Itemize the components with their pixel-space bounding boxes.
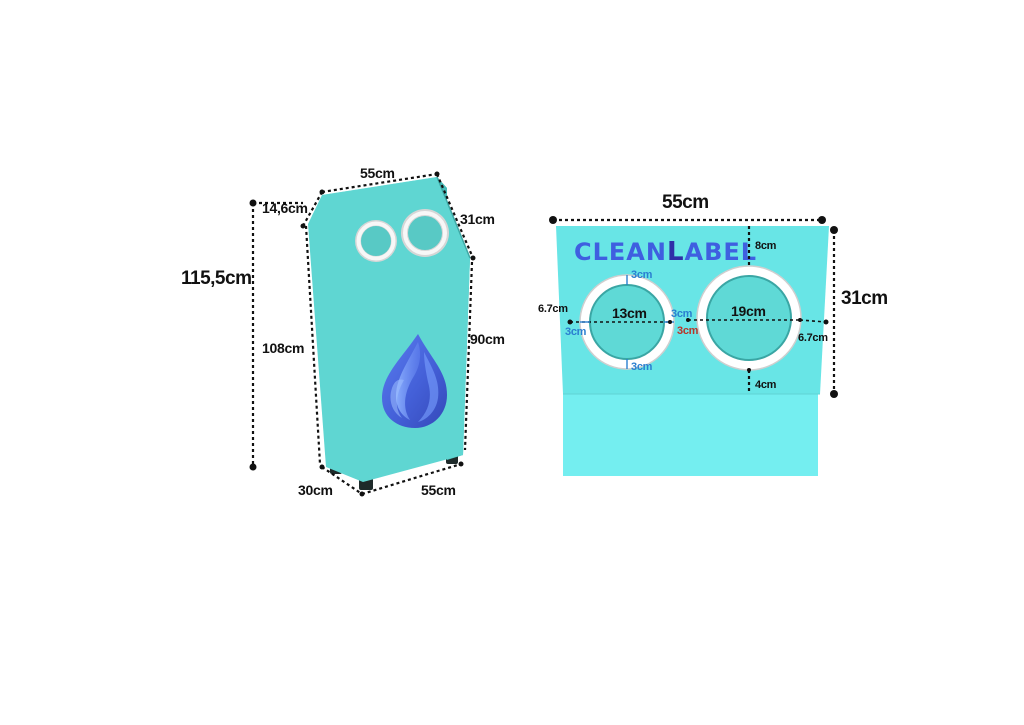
cabinet-back-height-label: 90cm <box>470 331 505 347</box>
cabinet-front-height-label: 108cm <box>262 340 304 356</box>
right-edge-distance-label: 6.7cm <box>798 332 828 344</box>
left-hole-diameter-label: 13cm <box>612 305 647 321</box>
panel-dimension-endpoints <box>549 216 838 398</box>
cabinet-dimension-lines <box>251 172 475 496</box>
cabinet-edge <box>436 176 471 259</box>
cabinet-top-width-label: 55cm <box>360 165 395 181</box>
panel-width-label: 55cm <box>662 192 709 213</box>
water-drop-icon <box>382 334 447 428</box>
cabinet-depth-label: 30cm <box>298 482 333 498</box>
cabinet-dimension-endpoints <box>249 171 476 497</box>
panel-illustration: CLEANLABEL <box>556 226 829 476</box>
ring-bottom-thickness-label: 3cm <box>631 361 653 373</box>
cabinet-top-slope-label: 14,6cm <box>262 200 308 216</box>
panel-height-label: 31cm <box>841 288 888 309</box>
cabinet-bottom-width-label: 55cm <box>421 482 456 498</box>
panel-top-margin-label: 8cm <box>755 240 777 252</box>
ring-mid-thickness-label: 3cm <box>671 308 693 320</box>
ring-left-thickness-label: 3cm <box>565 326 587 338</box>
right-hole-diameter-label: 19cm <box>731 303 766 319</box>
cabinet-illustration <box>308 176 471 490</box>
panel-bottom-margin-label: 4cm <box>755 379 777 391</box>
panel-dimension-lines <box>553 218 836 394</box>
left-edge-distance-label: 6.7cm <box>538 303 568 315</box>
ring-top-thickness-label: 3cm <box>631 269 653 281</box>
cabinet-total-height-label: 115,5cm <box>181 268 251 289</box>
hole-gap-label: 3cm <box>677 325 699 337</box>
panel-ring-thickness-marks <box>580 275 674 369</box>
cabinet-hole-left <box>355 220 397 262</box>
brand-logo: CLEANLABEL <box>574 237 757 267</box>
cabinet-side-top-label: 31cm <box>460 211 495 227</box>
cabinet-hole-right <box>401 209 449 257</box>
panel-lower-face <box>563 393 818 476</box>
